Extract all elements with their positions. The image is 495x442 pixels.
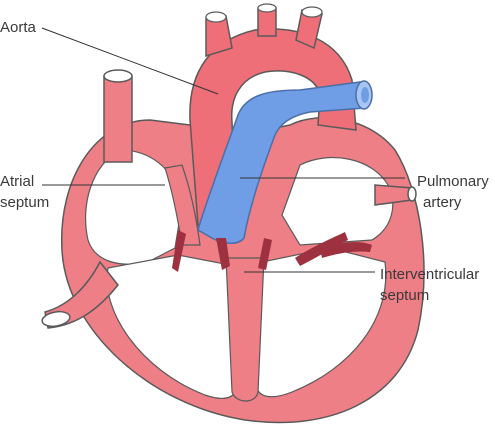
left-subclavian-artery xyxy=(295,9,323,50)
label-pulmonary-artery-1: Pulmonary xyxy=(417,173,489,190)
pulmonary-artery-lumen xyxy=(361,87,369,103)
tricuspid-valve-left xyxy=(172,230,186,272)
left-atrium-cavity xyxy=(281,156,394,246)
left-subclavian-opening xyxy=(301,6,323,18)
papillary-muscle xyxy=(320,242,372,258)
pulmonary-artery xyxy=(197,81,367,244)
label-aorta: Aorta xyxy=(0,19,37,36)
label-pulmonary-artery-2: artery xyxy=(423,194,462,211)
right-ventricle-cavity xyxy=(106,254,239,399)
atrial-septum xyxy=(164,164,201,246)
aorta-leader xyxy=(41,27,219,95)
pulmonary-vein-opening xyxy=(407,186,417,202)
left-carotid-opening xyxy=(257,3,277,13)
label-atrial-septum-2: septum xyxy=(0,194,49,211)
superior-vena-cava-opening xyxy=(103,69,133,83)
superior-vena-cava xyxy=(103,75,133,163)
mitral-valve-left xyxy=(258,238,272,270)
label-interventricular-2: septum xyxy=(380,287,429,304)
interventricular-septum xyxy=(225,257,265,402)
label-interventricular-1: Interventricular xyxy=(380,266,479,283)
brachiocephalic-opening xyxy=(205,11,227,23)
inferior-vena-cava-opening xyxy=(41,310,71,328)
left-ventricle-cavity xyxy=(255,247,387,398)
tricuspid-valve-right xyxy=(216,238,230,270)
label-atrial-septum-1: Atrial xyxy=(0,173,34,190)
